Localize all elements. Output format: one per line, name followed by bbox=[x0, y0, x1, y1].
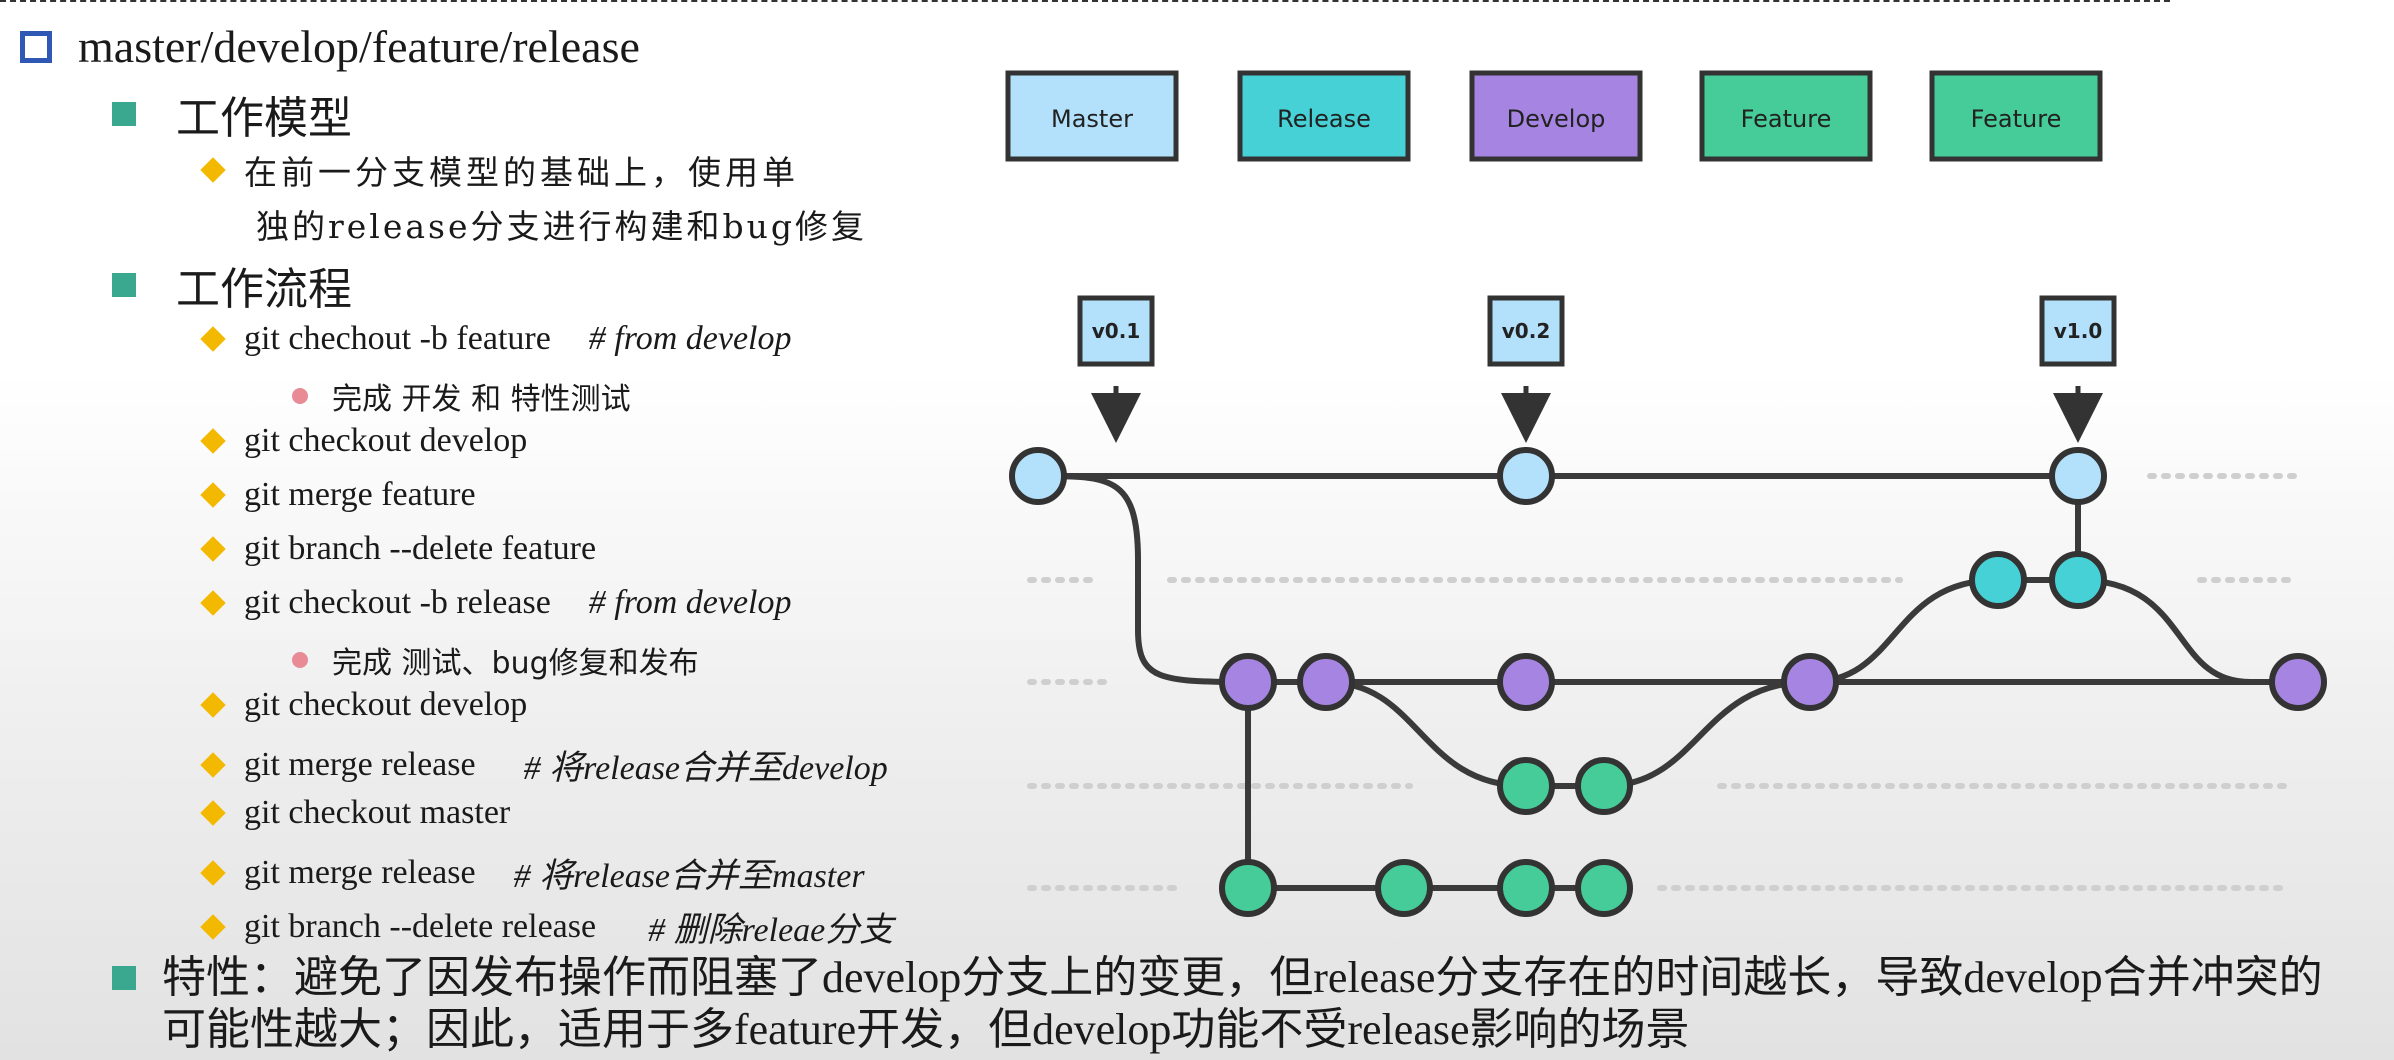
guide-lines bbox=[1027, 473, 2303, 891]
legend-develop-label: Develop bbox=[1507, 105, 1606, 133]
release-commit bbox=[2049, 551, 2107, 609]
feature-commit bbox=[1497, 859, 1555, 917]
square-bullet-icon bbox=[112, 273, 136, 297]
legend-master: Master bbox=[1005, 70, 1179, 162]
legend-feature-2: Feature bbox=[1929, 70, 2103, 162]
step-comment: # 将release合并至master bbox=[513, 858, 865, 895]
step-command: git checkout develop bbox=[244, 686, 528, 723]
title-text: master/develop/feature/release bbox=[78, 21, 640, 72]
step-comment: # from develop bbox=[588, 584, 792, 621]
tag-v0-2-label: v0.2 bbox=[1502, 319, 1550, 343]
tag-v1-0: v1.0 bbox=[2039, 295, 2117, 443]
flow-step: git checkout master bbox=[200, 794, 511, 832]
flow-step: git branch --delete feature bbox=[200, 530, 597, 568]
dot-bullet-icon bbox=[292, 652, 308, 668]
step-command: git checkout -b release bbox=[244, 584, 551, 621]
tag-v0-1: v0.1 bbox=[1077, 295, 1155, 443]
step-command: git checkout master bbox=[244, 794, 511, 831]
flow-step: git checkout develop bbox=[200, 422, 528, 460]
square-bullet-icon bbox=[112, 102, 136, 126]
flow-step: git checkout -b release # from develop bbox=[200, 584, 792, 622]
model-line-1: 在前一分支模型的基础上，使用单 bbox=[200, 146, 799, 194]
substep-text: 完成 测试、bug修复和发布 bbox=[332, 646, 699, 681]
feature-commit bbox=[1219, 859, 1277, 917]
step-command: git merge release bbox=[244, 853, 476, 891]
step-comment: # 删除releae分支 bbox=[648, 912, 894, 949]
step-comment: # 将release合并至develop bbox=[523, 750, 888, 787]
feature-commit bbox=[1575, 859, 1633, 917]
legend-release-label: Release bbox=[1277, 105, 1371, 133]
develop-commit bbox=[1297, 653, 1355, 711]
legend-release: Release bbox=[1237, 70, 1411, 162]
step-command: git branch --delete feature bbox=[244, 530, 597, 567]
feature-note-text: 特性：避免了因发布操作而阻塞了develop分支上的变更，但release分支存… bbox=[162, 953, 2323, 1054]
flow-step: git merge feature bbox=[200, 476, 476, 514]
master-commit bbox=[1009, 447, 1067, 505]
step-command: git merge feature bbox=[244, 476, 476, 513]
step-command: git chechout -b feature bbox=[244, 320, 551, 357]
feature-note: 特性：避免了因发布操作而阻塞了develop分支上的变更，但release分支存… bbox=[112, 952, 2362, 1056]
model-heading-text: 工作模型 bbox=[176, 93, 352, 144]
develop-commit bbox=[1497, 653, 1555, 711]
tag-v0-1-label: v0.1 bbox=[1092, 319, 1140, 343]
feature-commit bbox=[1375, 859, 1433, 917]
title-bullet-icon bbox=[20, 30, 52, 63]
model-heading: 工作模型 bbox=[112, 82, 352, 146]
develop-commit bbox=[1781, 653, 1839, 711]
step-command: git merge release bbox=[244, 745, 476, 783]
square-bullet-icon bbox=[112, 966, 136, 990]
flow-step: git merge release # 将release合并至master bbox=[200, 848, 865, 897]
flow-step: git checkout develop bbox=[200, 686, 528, 724]
flow-heading: 工作流程 bbox=[112, 253, 352, 317]
flow-substep: 完成 开发 和 特性测试 bbox=[292, 374, 631, 418]
commit-nodes bbox=[1009, 447, 2327, 917]
master-commit bbox=[1497, 447, 1555, 505]
step-command: git checkout develop bbox=[244, 422, 528, 459]
dot-bullet-icon bbox=[292, 388, 308, 404]
feature-commit bbox=[1575, 757, 1633, 815]
release-commit bbox=[1969, 551, 2027, 609]
flow-substep: 完成 测试、bug修复和发布 bbox=[292, 638, 699, 682]
slide-title: master/develop/feature/release bbox=[20, 20, 640, 73]
top-dashed-rule bbox=[0, 0, 2170, 2]
legend-develop: Develop bbox=[1469, 70, 1643, 162]
model-line-1-text: 在前一分支模型的基础上，使用单 bbox=[244, 153, 799, 192]
flow-step: git chechout -b feature # from develop bbox=[200, 320, 792, 358]
step-comment: # from develop bbox=[588, 320, 792, 357]
tag-v1-0-label: v1.0 bbox=[2054, 319, 2102, 343]
master-commit bbox=[2049, 447, 2107, 505]
flow-heading-text: 工作流程 bbox=[176, 264, 352, 315]
develop-commit bbox=[2269, 653, 2327, 711]
flow-step: git branch --delete release # 删除releae分支 bbox=[200, 902, 894, 951]
flow-step: git merge release # 将release合并至develop bbox=[200, 740, 888, 789]
step-command: git branch --delete release bbox=[244, 907, 597, 945]
develop-commit bbox=[1219, 653, 1277, 711]
legend-master-label: Master bbox=[1051, 105, 1133, 133]
feature-commit bbox=[1497, 757, 1555, 815]
model-line-2-text: 独的release分支进行构建和bug修复 bbox=[256, 207, 868, 246]
legend-feature-1-label: Feature bbox=[1741, 105, 1832, 133]
legend-feature-2-label: Feature bbox=[1971, 105, 2062, 133]
substep-text: 完成 开发 和 特性测试 bbox=[332, 382, 631, 417]
legend-feature-1: Feature bbox=[1699, 70, 1873, 162]
tag-v0-2: v0.2 bbox=[1487, 295, 1565, 443]
